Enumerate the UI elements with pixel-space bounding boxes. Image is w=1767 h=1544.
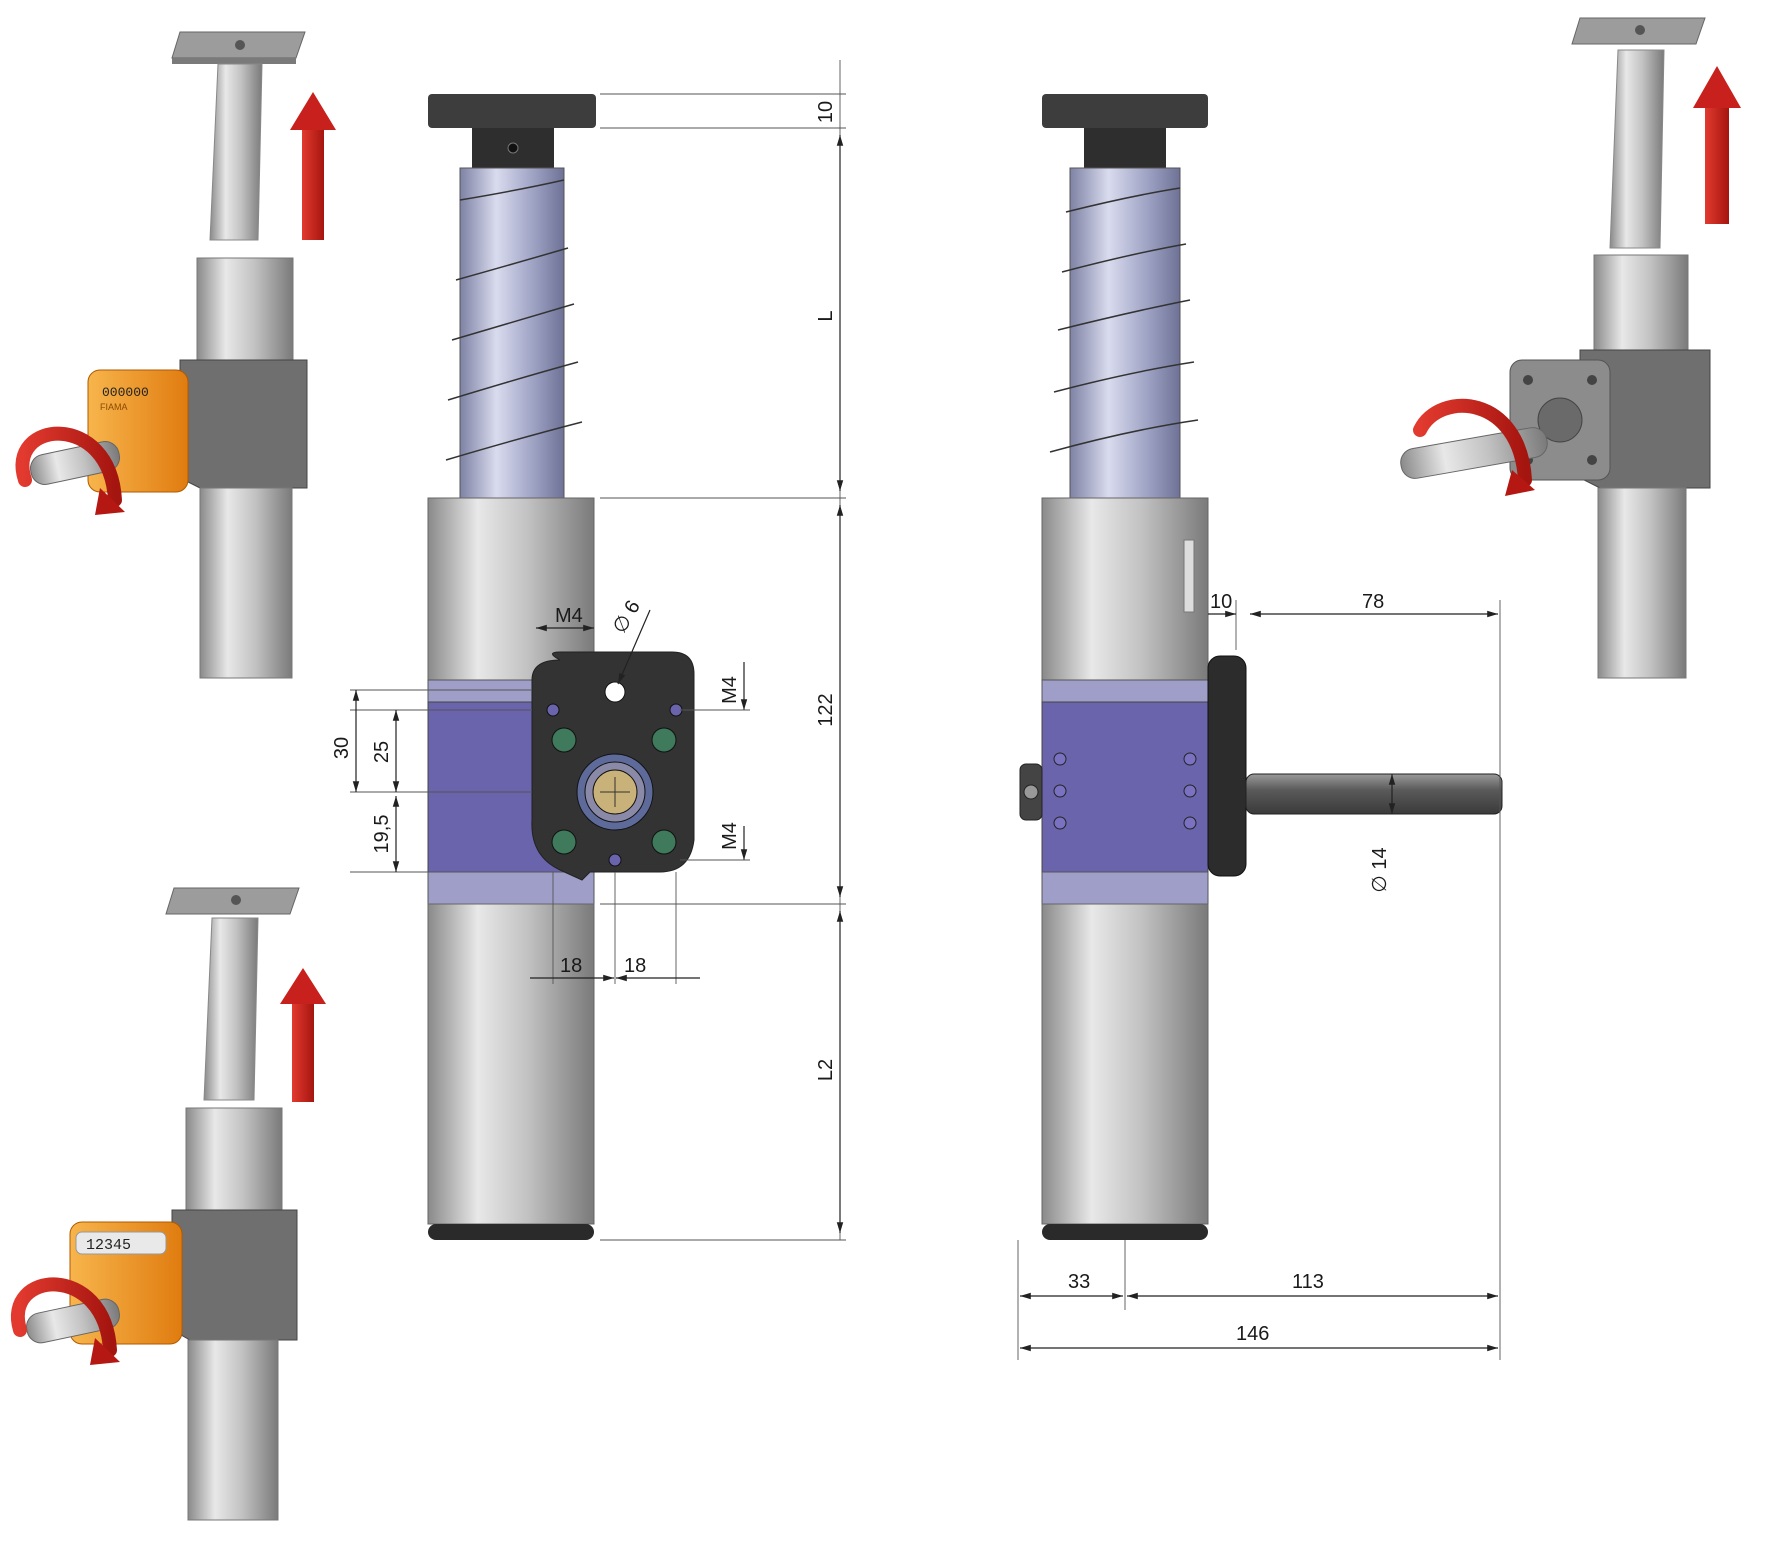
dim-pitch-19-5: 19,5 (371, 815, 393, 854)
input-shaft (1245, 773, 1503, 815)
gear-housing (1041, 701, 1209, 873)
up-arrow-icon (1705, 106, 1729, 224)
top-plate (1042, 94, 1208, 128)
dim-side-33: 33 (1068, 1271, 1090, 1293)
rotation-arrow-icon (15, 426, 122, 507)
dim-flange-offset: 10 (1210, 591, 1232, 613)
dim-thread-right-bottom: M4 (719, 822, 741, 850)
dimension-lines (350, 60, 1501, 1360)
dim-overall: 146 (1236, 1323, 1269, 1345)
front-view (427, 94, 695, 1240)
up-arrow-icon (292, 1002, 314, 1102)
dim-thread-left: M4 (555, 605, 583, 627)
flange-plate (1207, 655, 1247, 877)
counter-digits: 12345 (86, 1237, 131, 1254)
outer-tube (1041, 903, 1209, 1225)
dim-pitch-30: 30 (331, 737, 353, 759)
top-plate (428, 94, 596, 128)
iso-view-top-left: 000000 FIAMA (15, 31, 336, 679)
dim-body: L2 (815, 1059, 837, 1081)
counter-digits: 000000 (102, 385, 149, 400)
dim-pitch-25: 25 (371, 741, 393, 763)
rotation-arrow-icon (1413, 398, 1532, 487)
dim-stroke: L (815, 310, 837, 321)
dim-thread-right-top: M4 (719, 676, 741, 704)
dim-top-plate: 10 (815, 101, 837, 123)
dim-shaft-diameter: ∅ 14 (1369, 847, 1391, 892)
dim-spacing-right: 18 (624, 955, 646, 977)
side-view (1019, 94, 1503, 1240)
dim-shaft-length: 78 (1362, 591, 1384, 613)
iso-view-bottom-left: 12345 (10, 887, 326, 1521)
dim-spacing-left: 18 (560, 955, 582, 977)
brand-logo: FIAMA (100, 402, 128, 412)
outer-tube (427, 903, 595, 1225)
up-arrow-icon (302, 128, 324, 240)
dim-side-113: 113 (1292, 1271, 1324, 1293)
rotation-arrow-icon (10, 1277, 117, 1357)
dim-housing: 122 (815, 693, 837, 726)
dimension-labels: 10 L 122 L2 M4 M4 M4 ∅ 6 30 25 19,5 18 1… (331, 101, 1391, 1345)
spindle (1069, 167, 1181, 499)
iso-view-top-right (1400, 17, 1741, 679)
dim-hole-diameter: ∅ 6 (609, 597, 645, 638)
